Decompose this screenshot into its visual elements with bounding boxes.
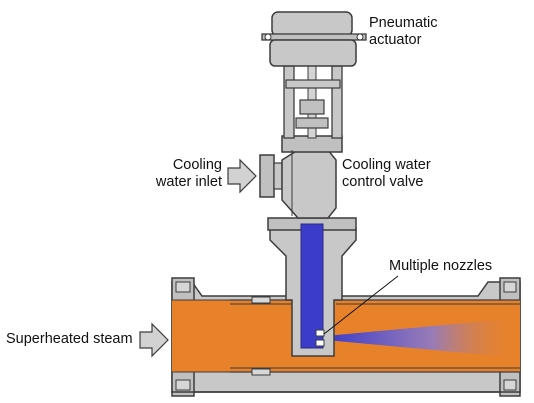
cooling-water-inlet-label: Cooling water inlet [150,157,222,191]
cooling-water-inlet-arrow [227,158,257,194]
nozzle-tip [315,339,325,347]
pneumatic-actuator-label: Pneumatic actuator [369,15,438,49]
water-spray-cone [326,318,520,358]
cooling-water-inlet-label-line: water inlet [155,174,222,190]
superheated-steam-label: Superheated steam [6,331,133,347]
cooling-water-control-valve-label: Cooling water control valve [342,157,431,191]
control-valve-label-line: Cooling water [342,157,431,173]
control-valve-label-line: control valve [342,174,424,190]
actuator-yoke [283,65,343,139]
multiple-nozzles-label: Multiple nozzles [389,258,493,274]
nozzle-tip [315,329,325,337]
steam-pipe [171,277,521,397]
cooling-water-control-valve [259,135,343,219]
pneumatic-actuator-label-line: actuator [369,32,422,48]
superheated-steam-arrow [139,322,169,358]
cooling-water-conduit [300,223,324,349]
nozzle-housing [267,217,357,357]
pneumatic-actuator [261,11,367,67]
nozzles-leader-line [323,275,399,335]
pneumatic-actuator-label-line: Pneumatic [369,15,438,31]
cooling-water-inlet-label-line: Cooling [172,157,222,173]
